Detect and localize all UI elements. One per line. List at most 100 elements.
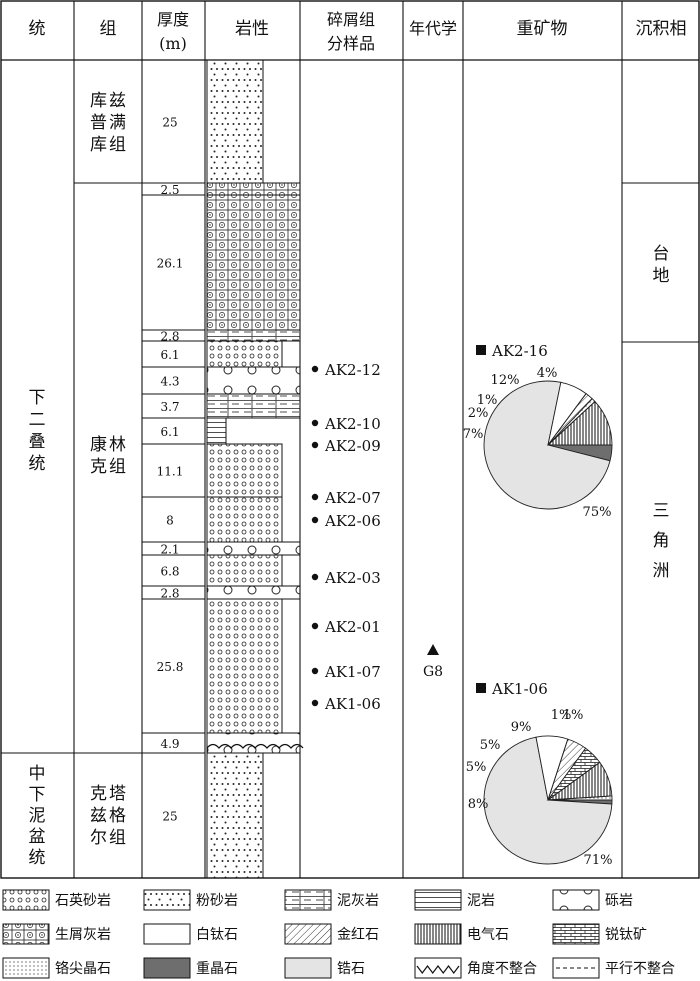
sample-item: AK2-12 [311, 361, 381, 379]
legend-swatch [552, 957, 600, 979]
legend-swatch [284, 957, 332, 979]
layer-thickness: 25 [162, 810, 177, 824]
formation-label-kangkelin: 康克林组 [90, 435, 126, 477]
legend-item-rutile: 金红石 [284, 923, 379, 945]
svg-text:康克林组: 康克林组 [90, 435, 126, 477]
pie-slice-label: 12% [491, 373, 520, 388]
layer-thickness: 26.1 [157, 257, 184, 271]
lithology-layer: 25 [162, 752, 264, 879]
legend-item-leucoxene: 白钛石 [143, 923, 238, 945]
legend-item-bioclastic: 生屑灰岩 [2, 923, 111, 945]
legend-label: 生屑灰岩 [55, 927, 111, 943]
svg-text:库普库兹满组: 库普库兹满组 [90, 91, 126, 155]
pie-slice-chrome-spinel [547, 795, 613, 801]
legend-swatch [552, 889, 600, 911]
sample-item: AK2-09 [311, 437, 381, 455]
layer-thickness: 6.8 [160, 565, 179, 579]
legend-item-chrome-spinel: 铬尖晶石 [2, 957, 111, 979]
header-facies: 沉积相 [636, 19, 687, 39]
pie-chart: AK1-061%71%8%5%5%9%1% [466, 680, 613, 868]
lithology-layer-bar [206, 585, 301, 600]
lithology-layer: 3.7 [142, 393, 301, 419]
legend-swatch-angular-line [416, 965, 460, 974]
sample-dot-icon [311, 419, 319, 427]
sample-item: AK1-07 [311, 663, 381, 681]
lithology-layer-bar [206, 182, 301, 196]
header-lithology: 岩性 [235, 19, 269, 39]
svg-text:下二叠统: 下二叠统 [29, 388, 46, 474]
facies-label-platform: 台地 [653, 244, 670, 286]
sample-label: AK1-06 [324, 695, 381, 713]
lithology-layer-bar [206, 496, 283, 543]
layer-thickness: 25.8 [157, 660, 184, 674]
pie-slice-label: 5% [466, 760, 487, 775]
lithology-layer-bar [206, 443, 283, 498]
header-samples-line2: 分样品 [327, 34, 375, 53]
lithology-layer: 25.8 [142, 598, 283, 734]
layer-thickness: 3.7 [160, 400, 179, 414]
pie-title: AK2-16 [491, 342, 548, 360]
legend-label: 泥灰岩 [337, 893, 379, 909]
layer-thickness: 8 [166, 514, 174, 528]
facies-label-delta: 三角洲 [653, 501, 670, 581]
legend-swatch [552, 923, 600, 945]
lithology-layer-bar [206, 59, 264, 184]
sample-dot-icon [311, 667, 319, 675]
legend-swatch [2, 889, 50, 911]
legend-label: 铬尖晶石 [55, 961, 111, 977]
pie-slice-label: 1% [563, 708, 584, 723]
layer-thickness: 2.8 [160, 330, 179, 344]
legend-swatch [143, 923, 191, 945]
layer-thickness: 11.1 [157, 465, 184, 479]
layer-thickness: 6.1 [160, 425, 179, 439]
lithology-layer: 25 [162, 59, 264, 184]
geochronology-sample: G8 [423, 644, 443, 680]
layer-thickness: 2.8 [160, 587, 179, 601]
series-label-lower-permian: 下二叠统 [29, 388, 46, 474]
lithology-layer: 26.1 [142, 194, 301, 331]
svg-text:中下泥盆统: 中下泥盆统 [29, 764, 46, 868]
pie-slice-zircon [483, 736, 613, 865]
legend-swatch [143, 889, 191, 911]
legend-item-conglomerate: 砾岩 [552, 889, 633, 911]
legend-label: 锐钛矿 [605, 927, 647, 943]
legend-label: 金红石 [337, 927, 379, 943]
sample-label: AK2-09 [324, 437, 381, 455]
lithology-layers: 252.526.12.86.14.33.76.111.182.16.82.825… [142, 59, 304, 879]
legend-item-tourmaline: 电气石 [414, 923, 509, 945]
legend-label: 角度不整合 [467, 961, 537, 977]
layer-thickness: 2.5 [160, 183, 179, 197]
header-zu: 组 [100, 19, 117, 39]
sample-item: AK1-06 [311, 695, 381, 713]
sample-label: AK2-06 [324, 512, 381, 530]
lithology-layer-bar [206, 732, 301, 754]
sample-list: AK2-12AK2-10AK2-09AK2-07AK2-06AK2-03AK2-… [311, 361, 381, 713]
sample-label: AK2-12 [324, 361, 381, 379]
svg-text:三角洲: 三角洲 [653, 501, 670, 581]
lithology-layer-bar [206, 752, 264, 879]
table-header: 统 组 厚度 (m) 岩性 碎屑组 分样品 年代学 重矿物 沉积相 [29, 10, 687, 53]
legend-label: 平行不整合 [605, 961, 675, 977]
legend-label: 泥岩 [467, 893, 495, 909]
formation-label-kupukuziman: 库普库兹满组 [90, 91, 126, 155]
pie-slice-label: 71% [584, 853, 613, 868]
sample-dot-icon [311, 493, 319, 501]
lithology-layer: 6.1 [142, 417, 227, 445]
lithology-layer-bar [206, 329, 301, 342]
angular-unconformity-line [206, 743, 304, 749]
lithology-layer-bar [206, 417, 227, 445]
layer-thickness: 25 [162, 116, 177, 130]
pie-title-marker-icon [476, 683, 486, 693]
column-dividers [73, 1, 623, 878]
legend-swatch [414, 957, 462, 979]
legend-swatch [414, 923, 462, 945]
table-frame [0, 0, 700, 879]
pie-slice-label: 5% [480, 738, 501, 753]
sample-label: AK2-01 [324, 618, 381, 636]
pie-slice-label: 7% [463, 427, 484, 442]
legend-swatch [414, 889, 462, 911]
pie-chart: AK2-164%75%7%2%1%12% [463, 342, 613, 520]
sample-dot-icon [311, 365, 319, 373]
pie-slice-label: 4% [537, 366, 558, 381]
